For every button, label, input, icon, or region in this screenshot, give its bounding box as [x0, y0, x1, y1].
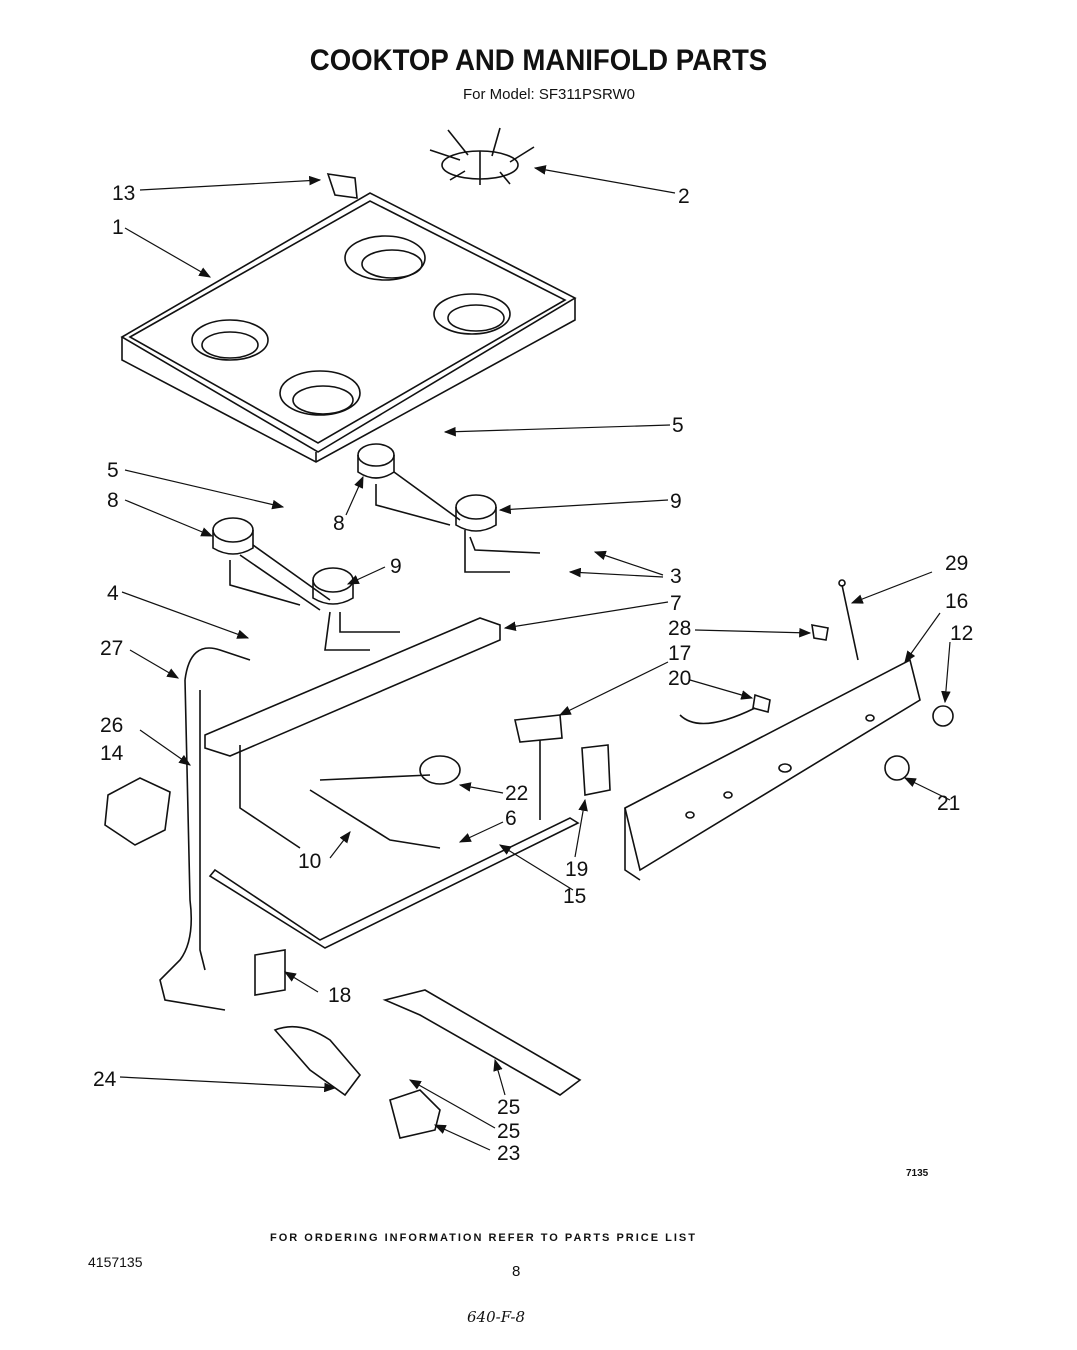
callout-1: 1 [112, 216, 124, 239]
callout-16: 17 [668, 642, 691, 665]
callout-5-right: 5 [672, 414, 684, 437]
callout-26: 26 [100, 714, 123, 737]
callout-29: 29 [945, 552, 968, 575]
figure-ref: 7135 [906, 1168, 929, 1179]
document-number: 4157135 [88, 1254, 143, 1270]
callout-27: 27 [100, 637, 123, 660]
callout-8-right: 8 [333, 512, 345, 535]
handwritten-note: 640-F-8 [467, 1308, 526, 1326]
leader-lines [119, 165, 951, 1151]
callout-14: 15 [563, 885, 586, 908]
callout-21: 22 [505, 782, 528, 805]
callout-11: 12 [950, 622, 973, 645]
page-number: 8 [512, 1263, 521, 1280]
model-subtitle: For Model: SF311PSRW0 [463, 86, 636, 103]
callout-12: 13 [112, 182, 135, 205]
ordering-note: FOR ORDERING INFORMATION REFER TO PARTS … [270, 1232, 697, 1244]
callout-20: 21 [937, 792, 960, 815]
callout-22: 23 [497, 1142, 520, 1165]
callout-labels: 13 1 2 5 5 8 8 9 9 3 4 7 27 26 14 29 16 … [93, 182, 973, 1165]
callout-8-left: 8 [107, 489, 119, 512]
callout-13: 14 [100, 742, 124, 765]
callout-5-left: 5 [107, 459, 119, 482]
callout-4: 4 [107, 582, 119, 605]
burner-grate [429, 127, 535, 185]
callout-2: 2 [678, 185, 690, 208]
callout-23: 24 [93, 1068, 117, 1091]
callout-28: 28 [668, 617, 691, 640]
burners-right [357, 443, 541, 573]
callout-10: 10 [298, 850, 321, 873]
callout-3: 3 [670, 565, 682, 588]
cooktop-panel [120, 192, 577, 463]
page-title: COOKTOP AND MANIFOLD PARTS [309, 44, 768, 77]
callout-7: 7 [670, 592, 682, 615]
callout-6: 6 [505, 807, 517, 830]
callout-18: 19 [565, 858, 588, 881]
callout-25: 25 [497, 1120, 520, 1143]
drawing-lines [104, 127, 954, 1139]
callout-19: 20 [668, 667, 691, 690]
callout-9-right: 9 [670, 490, 682, 513]
callout-9-left: 9 [390, 555, 402, 578]
callout-17: 18 [328, 984, 351, 1007]
burners-left [212, 517, 400, 651]
callout-15: 16 [945, 590, 968, 613]
callout-24: 25 [497, 1096, 520, 1119]
